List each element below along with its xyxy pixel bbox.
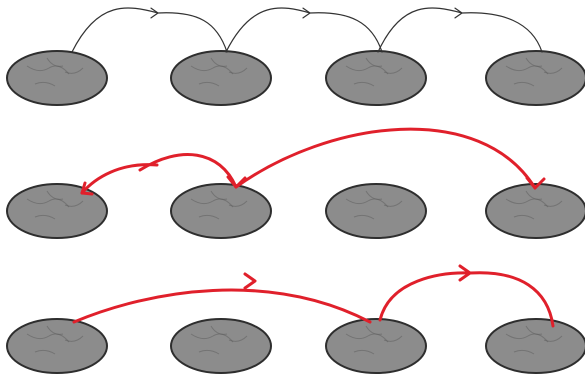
jump-arrow-row2-1 [80, 163, 159, 196]
jump-arc [138, 153, 238, 189]
stone-texture [46, 325, 64, 335]
stone-texture [543, 67, 563, 74]
stone-texture [365, 57, 383, 67]
jump-arrow-row1-1 [71, 7, 228, 53]
stone-texture [26, 198, 70, 208]
arrowhead [150, 7, 159, 19]
stone-texture [198, 81, 220, 87]
stone-body [6, 183, 108, 239]
stone-body [485, 50, 585, 106]
jump-arrow-row1-2 [225, 7, 383, 53]
stone-texture [34, 81, 56, 87]
stone-texture [513, 349, 535, 355]
stone-texture [210, 325, 228, 335]
stone-row3-3 [325, 318, 427, 374]
stone-row2-3 [325, 183, 427, 239]
stone-texture [505, 333, 549, 343]
jump-arc [72, 288, 372, 324]
arrowhead [80, 181, 94, 196]
stone-texture [190, 65, 234, 75]
jump-arc [71, 7, 228, 53]
stone-texture [383, 200, 403, 207]
stone-texture [345, 333, 389, 343]
jump-arrow-row2-3 [234, 127, 546, 190]
stone-texture [190, 198, 234, 208]
stone-texture [505, 198, 549, 208]
stone-body [485, 318, 585, 374]
stone-body [6, 50, 108, 106]
stone-texture [190, 333, 234, 343]
stone-texture [228, 200, 248, 207]
stone-body [325, 50, 427, 106]
stone-texture [46, 190, 64, 200]
jump-arc [80, 163, 159, 195]
stone-texture [64, 67, 84, 74]
stone-texture [46, 57, 64, 67]
stone-texture [365, 325, 383, 335]
stone-texture [513, 81, 535, 87]
stone-body [325, 318, 427, 374]
arrowhead [525, 176, 546, 190]
stone-texture [383, 67, 403, 74]
arrowhead [302, 7, 311, 19]
stone-texture [228, 67, 248, 74]
arrowhead [458, 264, 472, 282]
stone-texture [543, 335, 563, 342]
arrowhead [243, 272, 257, 290]
stone-row1-3 [325, 50, 427, 106]
stone-body [6, 318, 108, 374]
stone-texture [198, 349, 220, 355]
stone-texture [353, 349, 375, 355]
jump-arc [225, 7, 383, 53]
jump-arrow-row2-2 [138, 153, 247, 189]
stone-texture [26, 65, 70, 75]
stone-body [170, 50, 272, 106]
jump-arc [378, 271, 555, 328]
stone-texture [505, 65, 549, 75]
arrows-layer [71, 7, 555, 328]
stone-texture [345, 198, 389, 208]
stone-body [485, 183, 585, 239]
stone-texture [353, 214, 375, 220]
stone-texture [26, 333, 70, 343]
jump-arrow-row1-3 [377, 7, 543, 53]
stone-row1-2 [170, 50, 272, 106]
jump-arc [234, 127, 537, 190]
stone-texture [198, 214, 220, 220]
stone-texture [525, 190, 543, 200]
stone-texture [34, 349, 56, 355]
stone-texture [210, 57, 228, 67]
stone-texture [64, 335, 84, 342]
stones-layer [6, 50, 585, 374]
stone-texture [525, 325, 543, 335]
stone-body [170, 183, 272, 239]
stone-row1-4 [485, 50, 585, 106]
stone-body [170, 318, 272, 374]
stone-texture [353, 81, 375, 87]
stone-texture [383, 335, 403, 342]
jump-arrow-row3-2 [378, 264, 555, 328]
stone-row1-1 [6, 50, 108, 106]
stone-row3-2 [170, 318, 272, 374]
jump-arrow-row3-1 [72, 272, 372, 324]
stone-texture [64, 200, 84, 207]
stone-texture [210, 190, 228, 200]
stone-row3-1 [6, 318, 108, 374]
stone-texture [34, 214, 56, 220]
stone-texture [543, 200, 563, 207]
stone-texture [525, 57, 543, 67]
stone-texture [345, 65, 389, 75]
stone-row2-1 [6, 183, 108, 239]
stone-row2-4 [485, 183, 585, 239]
stone-row2-2 [170, 183, 272, 239]
stone-texture [365, 190, 383, 200]
stone-texture [228, 335, 248, 342]
stone-row3-4 [485, 318, 585, 374]
stone-texture [513, 214, 535, 220]
stone-body [325, 183, 427, 239]
arrowhead [454, 7, 463, 19]
